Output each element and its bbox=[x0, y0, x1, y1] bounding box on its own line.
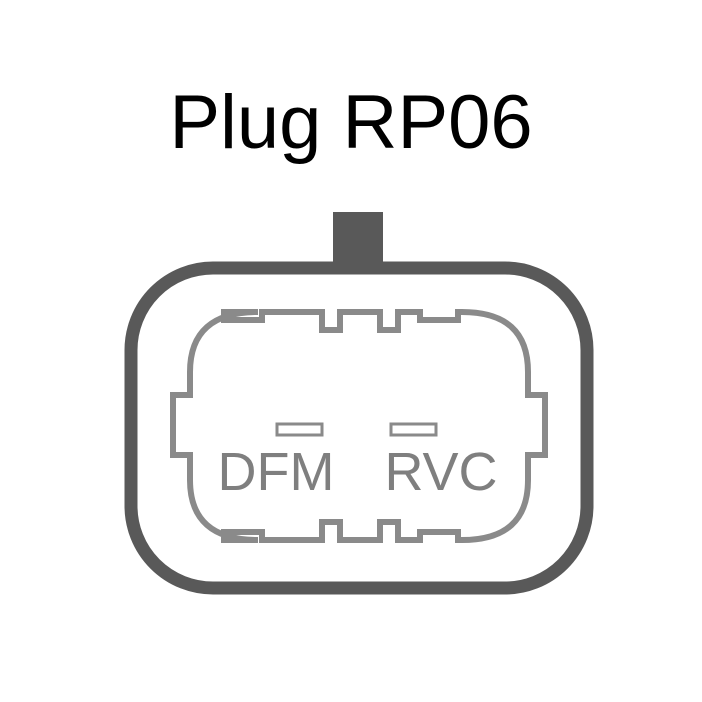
locking-tab bbox=[333, 212, 383, 270]
page-title: Plug RP06 bbox=[169, 80, 533, 165]
pin-label-rvc: RVC bbox=[384, 442, 497, 502]
pin-slot-rvc bbox=[389, 422, 438, 437]
pin-label-dfm: DFM bbox=[218, 442, 335, 502]
socket-outline bbox=[170, 309, 548, 543]
pin-slot-dfm bbox=[275, 422, 324, 437]
plug-housing bbox=[124, 261, 594, 595]
